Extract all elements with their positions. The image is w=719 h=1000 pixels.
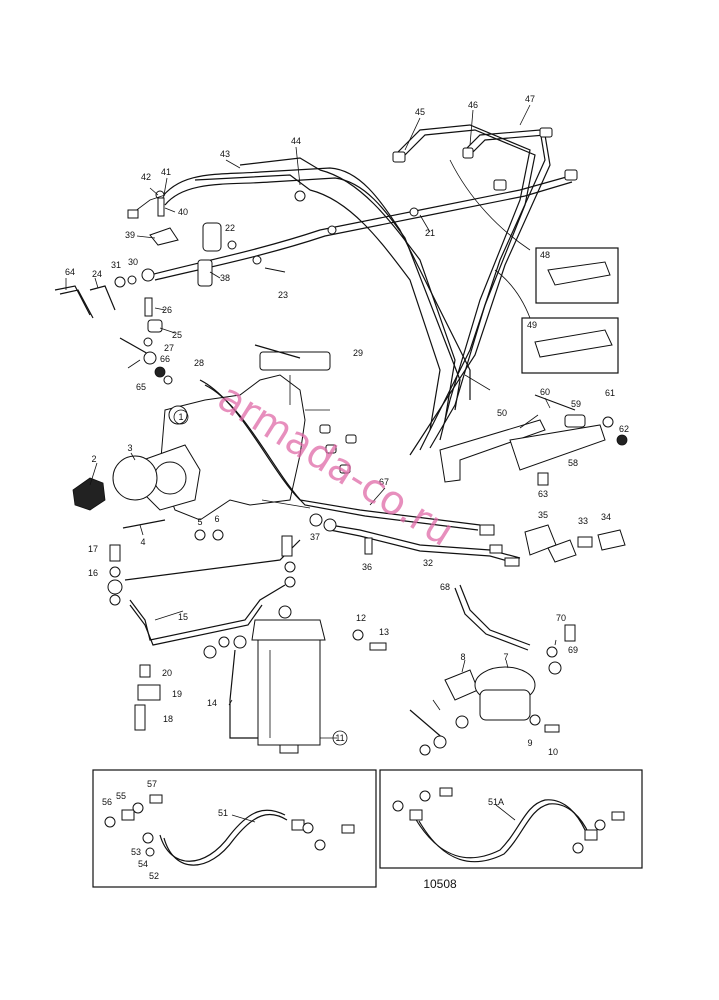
label-12: 12 [356, 613, 366, 623]
label-43: 43 [220, 149, 230, 159]
label-24: 24 [92, 269, 102, 279]
label-50: 50 [497, 408, 507, 418]
inset-51a [379, 769, 643, 869]
leader-arrow-48 [449, 159, 531, 251]
inset-49 [521, 317, 619, 374]
bleed-valve-parts [119, 297, 173, 385]
label-20: 20 [162, 668, 172, 678]
couplings [364, 524, 626, 567]
label-58: 58 [568, 458, 578, 468]
label-51a: 51A [488, 797, 504, 807]
label-62: 62 [619, 424, 629, 434]
label-56: 56 [102, 797, 112, 807]
label-8: 8 [460, 652, 465, 662]
label-1: 1 [178, 412, 183, 422]
label-32: 32 [423, 558, 433, 568]
label-37: 37 [310, 532, 320, 542]
inset-51 [92, 769, 377, 888]
label-21: 21 [425, 228, 435, 238]
figure-number: 10508 [423, 877, 457, 891]
label-41: 41 [161, 167, 171, 177]
label-6: 6 [214, 514, 219, 524]
label-53: 53 [131, 847, 141, 857]
label-7: 7 [503, 652, 508, 662]
label-44: 44 [291, 136, 301, 146]
label-3: 3 [127, 443, 132, 453]
label-55: 55 [116, 791, 126, 801]
label-10: 10 [548, 747, 558, 757]
label-30: 30 [128, 257, 138, 267]
label-39: 39 [125, 230, 135, 240]
label-48: 48 [540, 250, 550, 260]
label-35: 35 [538, 510, 548, 520]
label-11-circle [332, 730, 348, 746]
label-59: 59 [571, 399, 581, 409]
label-70: 70 [556, 613, 566, 623]
label-52: 52 [149, 871, 159, 881]
mounting-brackets [439, 374, 628, 486]
label-47: 47 [525, 94, 535, 104]
label-54: 54 [138, 859, 148, 869]
label-64: 64 [65, 267, 75, 277]
label-18: 18 [163, 714, 173, 724]
leader-lines [65, 104, 557, 823]
label-45: 45 [415, 107, 425, 117]
label-69: 69 [568, 645, 578, 655]
label-42: 42 [141, 172, 151, 182]
label-67: 67 [379, 477, 389, 487]
label-68: 68 [440, 582, 450, 592]
label-28: 28 [194, 358, 204, 368]
label-60: 60 [540, 387, 550, 397]
label-65: 65 [136, 382, 146, 392]
label-16a: 16 [88, 568, 98, 578]
label-38: 38 [220, 273, 230, 283]
label-33: 33 [578, 516, 588, 526]
part-number-labels: 1 2 3 4 5 6 8 7 9 10 11 12 13 14 15 16 1… [65, 94, 629, 881]
label-13: 13 [379, 627, 389, 637]
label-40: 40 [178, 207, 188, 217]
label-61: 61 [605, 388, 615, 398]
label-63: 63 [538, 489, 548, 499]
banjo-fittings-left [107, 544, 161, 731]
injection-pump [72, 344, 481, 541]
label-17a: 17 [88, 544, 98, 554]
feed-pump [409, 624, 576, 756]
label-36: 36 [362, 562, 372, 572]
label-66: 66 [160, 354, 170, 364]
inset-48 [535, 247, 619, 304]
label-14: 14 [207, 698, 217, 708]
label-19: 19 [172, 689, 182, 699]
label-9: 9 [527, 738, 532, 748]
label-25: 25 [172, 330, 182, 340]
label-22: 22 [225, 223, 235, 233]
label-51: 51 [218, 808, 228, 818]
label-27: 27 [164, 343, 174, 353]
label-1-circle [173, 409, 189, 425]
injector-assembly [54, 194, 286, 319]
label-11: 11 [335, 733, 344, 743]
label-15: 15 [178, 612, 188, 622]
label-23: 23 [278, 290, 288, 300]
label-31: 31 [111, 260, 121, 270]
label-5: 5 [197, 517, 202, 527]
leader-arrow-49 [494, 269, 531, 319]
label-57: 57 [147, 779, 157, 789]
label-26: 26 [162, 305, 172, 315]
label-34: 34 [601, 512, 611, 522]
fuel-filter [203, 535, 387, 754]
label-49: 49 [527, 320, 537, 330]
label-4: 4 [140, 537, 145, 547]
label-46: 46 [468, 100, 478, 110]
label-29: 29 [353, 348, 363, 358]
fuel-supply-pipes [124, 513, 531, 739]
label-2: 2 [91, 454, 96, 464]
